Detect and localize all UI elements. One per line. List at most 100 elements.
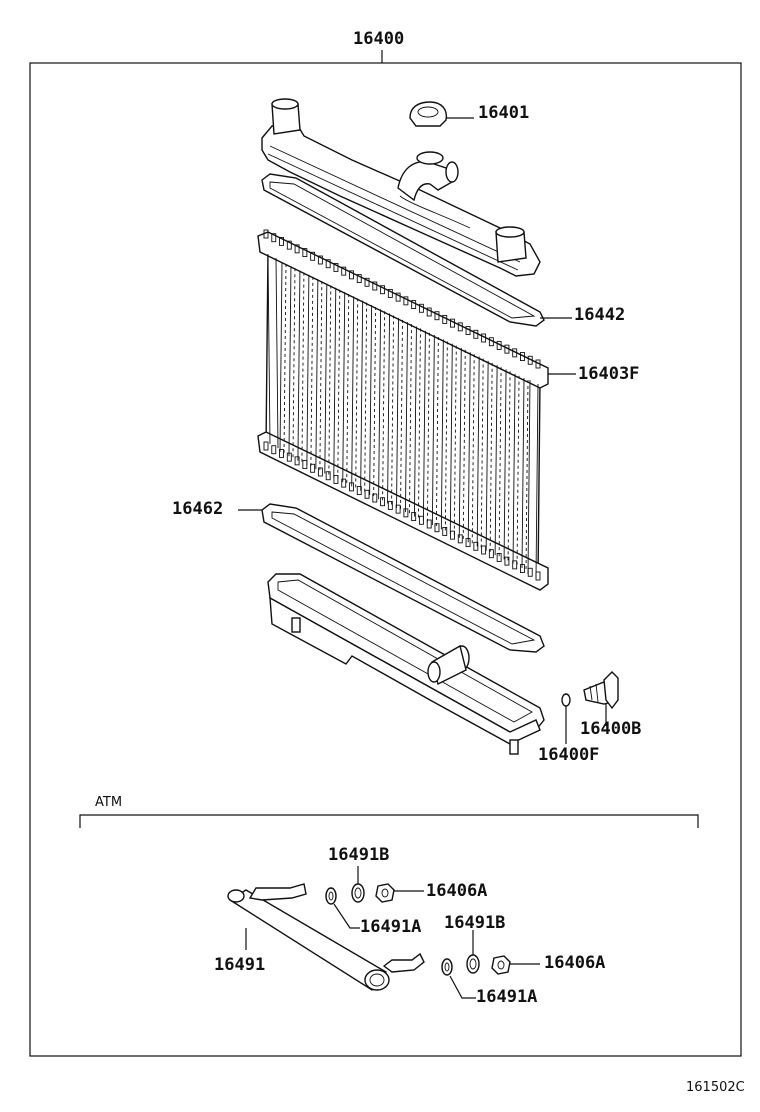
header-tooth [473,329,479,339]
header-tooth [418,515,424,525]
header-tooth [488,549,494,559]
core-tube [315,279,319,470]
header-tooth [527,355,533,365]
header-tooth [481,545,487,555]
header-tooth [465,326,471,336]
core-tube [485,360,489,551]
core-fin [525,379,529,571]
header-tooth [310,251,316,261]
core-fin [364,302,368,493]
header-tooth [395,504,401,514]
header-tooth [496,552,502,562]
core-fin [409,324,412,515]
header-tooth [434,523,440,533]
oil-cooler-pipe [227,883,425,991]
drain-oring-label: 16400F [538,745,599,765]
nut-label-2: 16406A [544,953,605,973]
core-tube [431,335,435,526]
core-tube [297,270,301,461]
header-tooth [302,248,308,258]
core-fin [346,294,350,485]
core-tube [476,356,480,547]
header-tooth [271,233,277,243]
core-tube [440,339,444,530]
upper-fitting-group [325,866,424,929]
header-tooth [395,292,401,302]
header-tooth [286,452,292,462]
header-tooth [333,474,339,484]
header-tooth [372,281,378,291]
header-tooth [434,311,440,321]
core-tube [512,373,516,564]
pipe-label: 16491 [214,955,265,975]
core-label: 16403F [578,364,639,384]
upper-gasket [261,173,572,327]
header-tooth [372,493,378,503]
header-tooth [286,240,292,250]
header-tooth [341,266,347,276]
header-tooth [496,340,502,350]
header-tooth [325,259,331,269]
washer-a-label-1: 16491A [360,917,421,937]
header-tooth [488,337,494,347]
core-fin [453,345,457,536]
drain-cock [583,671,619,726]
core-fin [283,263,287,455]
core-fin [435,337,439,528]
header-tooth [380,497,386,507]
header-tooth [317,255,323,265]
core-fin [319,281,323,472]
cap-label: 16401 [478,103,529,123]
header-tooth [512,560,518,570]
diagram-frame [29,62,742,1057]
core-tube [467,352,471,543]
core-tube [503,369,507,560]
header-tooth [457,322,463,332]
radiator-cap [409,101,474,127]
header-tooth [403,508,409,518]
header-tooth [387,500,393,510]
core-fin [391,315,395,506]
header-tooth [317,467,323,477]
core-fin [417,328,421,519]
header-tooth [356,486,362,496]
header-tooth [349,482,354,492]
washer-b-label-2: 16491B [444,913,505,933]
core-fin [444,341,448,532]
header-tooth [535,359,541,369]
header-tooth [387,288,393,298]
header-tooth [426,519,432,529]
header-tooth [279,236,284,246]
core-tube [324,283,328,474]
core-tube [279,261,283,453]
drain-oring [561,693,571,744]
core-fin [310,276,314,467]
core-fin [480,358,484,549]
header-tooth [450,318,455,328]
core-tube [306,274,310,465]
core-fin [337,289,341,480]
core-tube [521,377,525,569]
core-tube [396,317,399,508]
core-tube [458,347,462,538]
header-tooth [527,567,533,577]
radiator-core [257,229,576,591]
core-fin [382,311,386,502]
header-tooth [349,270,354,280]
header-tooth [504,344,510,354]
lower-gasket [238,503,545,653]
header-tooth [294,456,300,466]
header-tooth [380,285,386,295]
header-tooth [302,460,308,470]
header-tooth [481,333,487,343]
core-tube [342,292,346,483]
header-tooth [473,541,479,551]
header-tooth [333,262,339,272]
core-fin [292,268,296,459]
header-tooth [310,463,316,473]
atm-bracket [79,814,699,828]
header-tooth [341,478,347,488]
header-tooth [271,445,277,455]
lower-gasket-label: 16462 [172,499,223,519]
